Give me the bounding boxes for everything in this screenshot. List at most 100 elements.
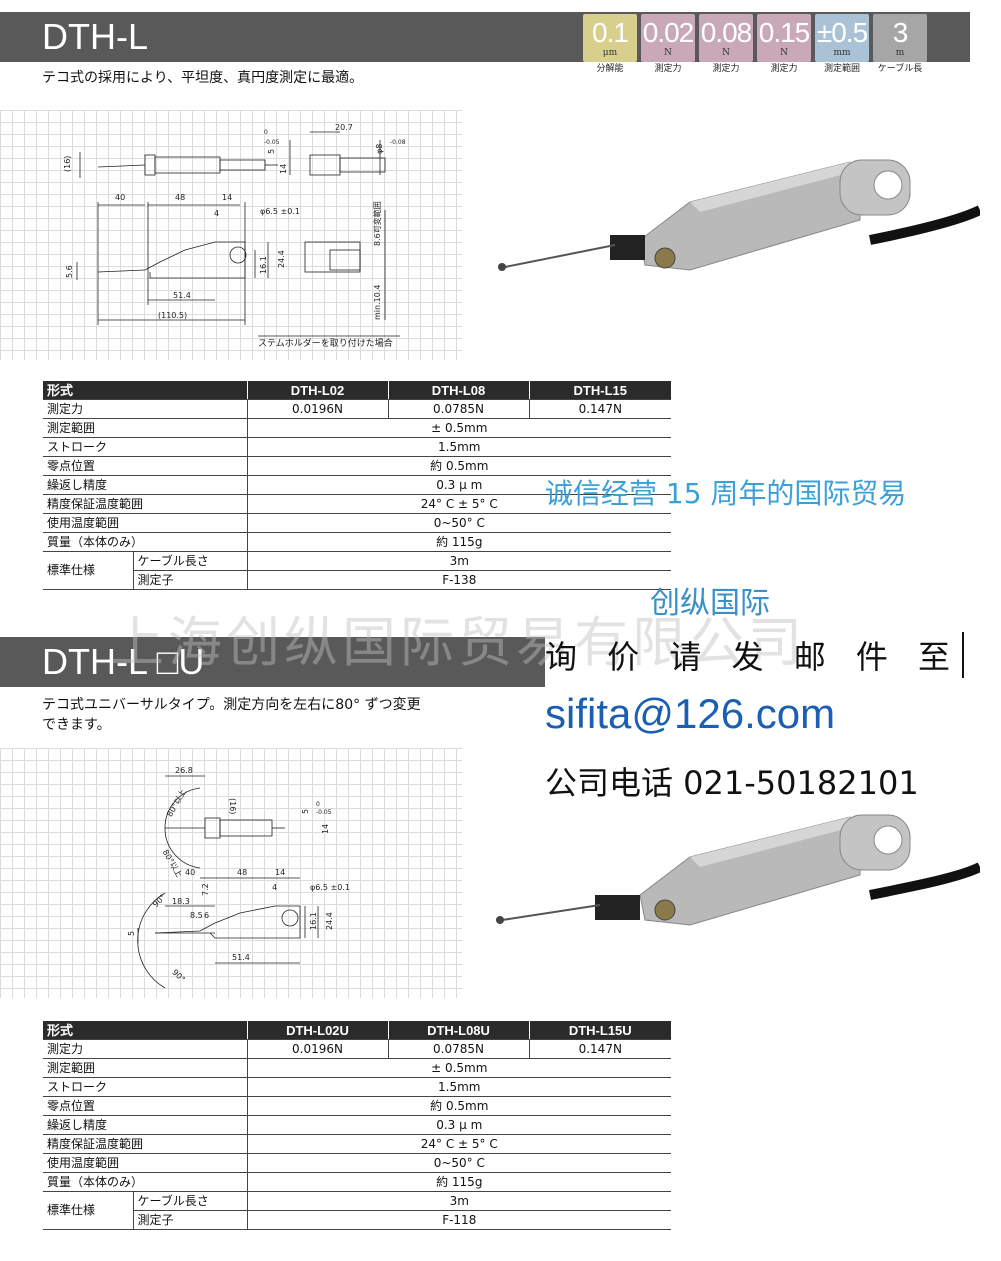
table-header-col: DTH-L02U: [246, 1021, 389, 1040]
cell-value: 0.0196N: [246, 1039, 389, 1059]
dim-label: 14: [321, 824, 330, 834]
dim-label: 16.1: [259, 256, 268, 274]
row-label: ストローク: [43, 1077, 248, 1097]
table-row: 標準仕様 ケーブル長さ 3m: [43, 551, 672, 590]
table-header-model: 形式: [43, 1021, 248, 1040]
table-row: 測定力 0.0196N 0.0785N 0.147N: [43, 1039, 672, 1059]
company-watermark: 上海创纵国际贸易有限公司: [110, 611, 806, 674]
section2-subtitle-line: テコ式ユニバーサルタイプ。測定方向を左右に80° ずつ変更: [42, 697, 421, 713]
dim-label: -0.05: [316, 809, 332, 816]
dim-label: 0: [316, 801, 320, 808]
table-row: 測定力 0.0196N 0.0785N 0.147N: [43, 399, 672, 419]
cell-value: ± 0.5mm: [246, 1058, 672, 1078]
row-label: 質量（本体のみ）: [43, 1172, 248, 1192]
badge-caption: 測定力: [654, 64, 682, 74]
cell-value: 3m: [246, 1191, 672, 1211]
tagline-text: 诚信经营 15 周年的国际贸易: [545, 477, 907, 510]
badge-unit: μm: [602, 48, 618, 58]
dim-label: 48: [175, 193, 185, 202]
dim-label: φ6.5 ±0.1: [310, 883, 350, 892]
table-header-row: 形式 DTH-L02U DTH-L08U DTH-L15U: [43, 1021, 672, 1040]
row-label: 使用温度範囲: [43, 1153, 248, 1173]
drawing-note: ステムホルダーを取り付けた場合: [258, 337, 393, 349]
dim-label: (16): [63, 156, 72, 172]
badge-unit: N: [780, 48, 788, 58]
cell-value: 0.3 μ m: [246, 1115, 672, 1135]
table-row: 零点位置約 0.5mm: [43, 1096, 672, 1116]
dim-label: 18.3: [172, 897, 190, 906]
dim-label: (16): [228, 798, 237, 814]
dim-label: 14: [279, 164, 288, 174]
row-sublabel: ケーブル長さ: [132, 1191, 248, 1211]
cell-value: 24° C ± 5° C: [246, 494, 672, 514]
dim-label: 90°: [170, 968, 186, 984]
cell-value: F-138: [246, 570, 672, 590]
dim-label: 8.5: [190, 911, 203, 920]
badge-unit: N: [664, 48, 672, 58]
dim-label: 4: [272, 883, 277, 892]
dim-label: 16.1: [309, 912, 318, 930]
table-header-col: DTH-L08U: [387, 1021, 530, 1040]
section2-drawing-area: 26.8 80°以上 (16) 5 14 80°以上 40 48 14 4 φ6…: [0, 748, 462, 998]
dim-label: 14: [222, 193, 232, 202]
table-row: 測定子 F-138: [43, 570, 672, 590]
cell-value: 0~50° C: [246, 513, 672, 533]
section2-title: DTH-L □U: [42, 641, 205, 682]
row-label: 標準仕様: [43, 551, 133, 590]
table-header-model: 形式: [43, 381, 248, 400]
email-text: sifita@126.com: [545, 690, 836, 737]
cell-value: 約 115g: [246, 1172, 672, 1192]
table-row: 零点位置約 0.5mm: [43, 456, 672, 476]
cell-value: 0.0196N: [246, 399, 389, 419]
section1-drawing-area: (16) 20.7 5 14 φ8 40 48 14 4 φ6.5 ±0.1 5…: [0, 110, 462, 360]
badge-caption: ケーブル長: [877, 64, 923, 74]
badge-value: 0.02: [642, 17, 694, 48]
table-row: 測定範囲± 0.5mm: [43, 1058, 672, 1078]
inquiry-text: 询 价 请 发 邮 件 至: [545, 632, 965, 678]
row-label: 測定範囲: [43, 1058, 248, 1078]
badge-value: 0.1: [592, 17, 629, 48]
dim-label: φ8: [375, 144, 384, 154]
dim-label: 24.4: [325, 912, 334, 930]
dim-label: 20.7: [335, 123, 353, 132]
dim-label: 5: [127, 931, 136, 936]
row-label: 測定力: [43, 1039, 248, 1059]
dim-label: 51.4: [232, 953, 250, 962]
table-row: 質量（本体のみ）約 115g: [43, 532, 672, 552]
dim-label: 80°以上: [161, 848, 184, 879]
section2-subtitle: テコ式ユニバーサルタイプ。測定方向を左右に80° ずつ変更 できます。: [42, 695, 421, 735]
section2-dimension-drawing: 26.8 80°以上 (16) 5 14 80°以上 40 48 14 4 φ6…: [127, 766, 350, 989]
row-sublabel: 測定子: [132, 1210, 248, 1230]
dim-label: 26.8: [175, 766, 193, 775]
table-header-col: DTH-L02: [246, 381, 389, 400]
dim-label: 5: [267, 149, 276, 154]
table-header-col: DTH-L15: [528, 381, 672, 400]
cell-value: 0.147N: [528, 399, 672, 419]
cell-value: 約 115g: [246, 532, 672, 552]
row-label: 精度保証温度範囲: [43, 494, 248, 514]
cell-value: 24° C ± 5° C: [246, 1134, 672, 1154]
dim-label: 51.4: [173, 291, 191, 300]
badge-value: 0.15: [758, 17, 810, 48]
cell-value: 約 0.5mm: [246, 1096, 672, 1116]
dim-label: φ6.5 ±0.1: [260, 207, 300, 216]
badge-caption: 測定力: [770, 64, 798, 74]
badge-unit: m: [895, 48, 905, 58]
dim-label: 7.2: [201, 883, 210, 896]
product-photo-dth-lu: [496, 814, 980, 926]
row-label: 零点位置: [43, 456, 248, 476]
section1-dimension-drawing: (16) 20.7 5 14 φ8 40 48 14 4 φ6.5 ±0.1 5…: [63, 123, 406, 349]
